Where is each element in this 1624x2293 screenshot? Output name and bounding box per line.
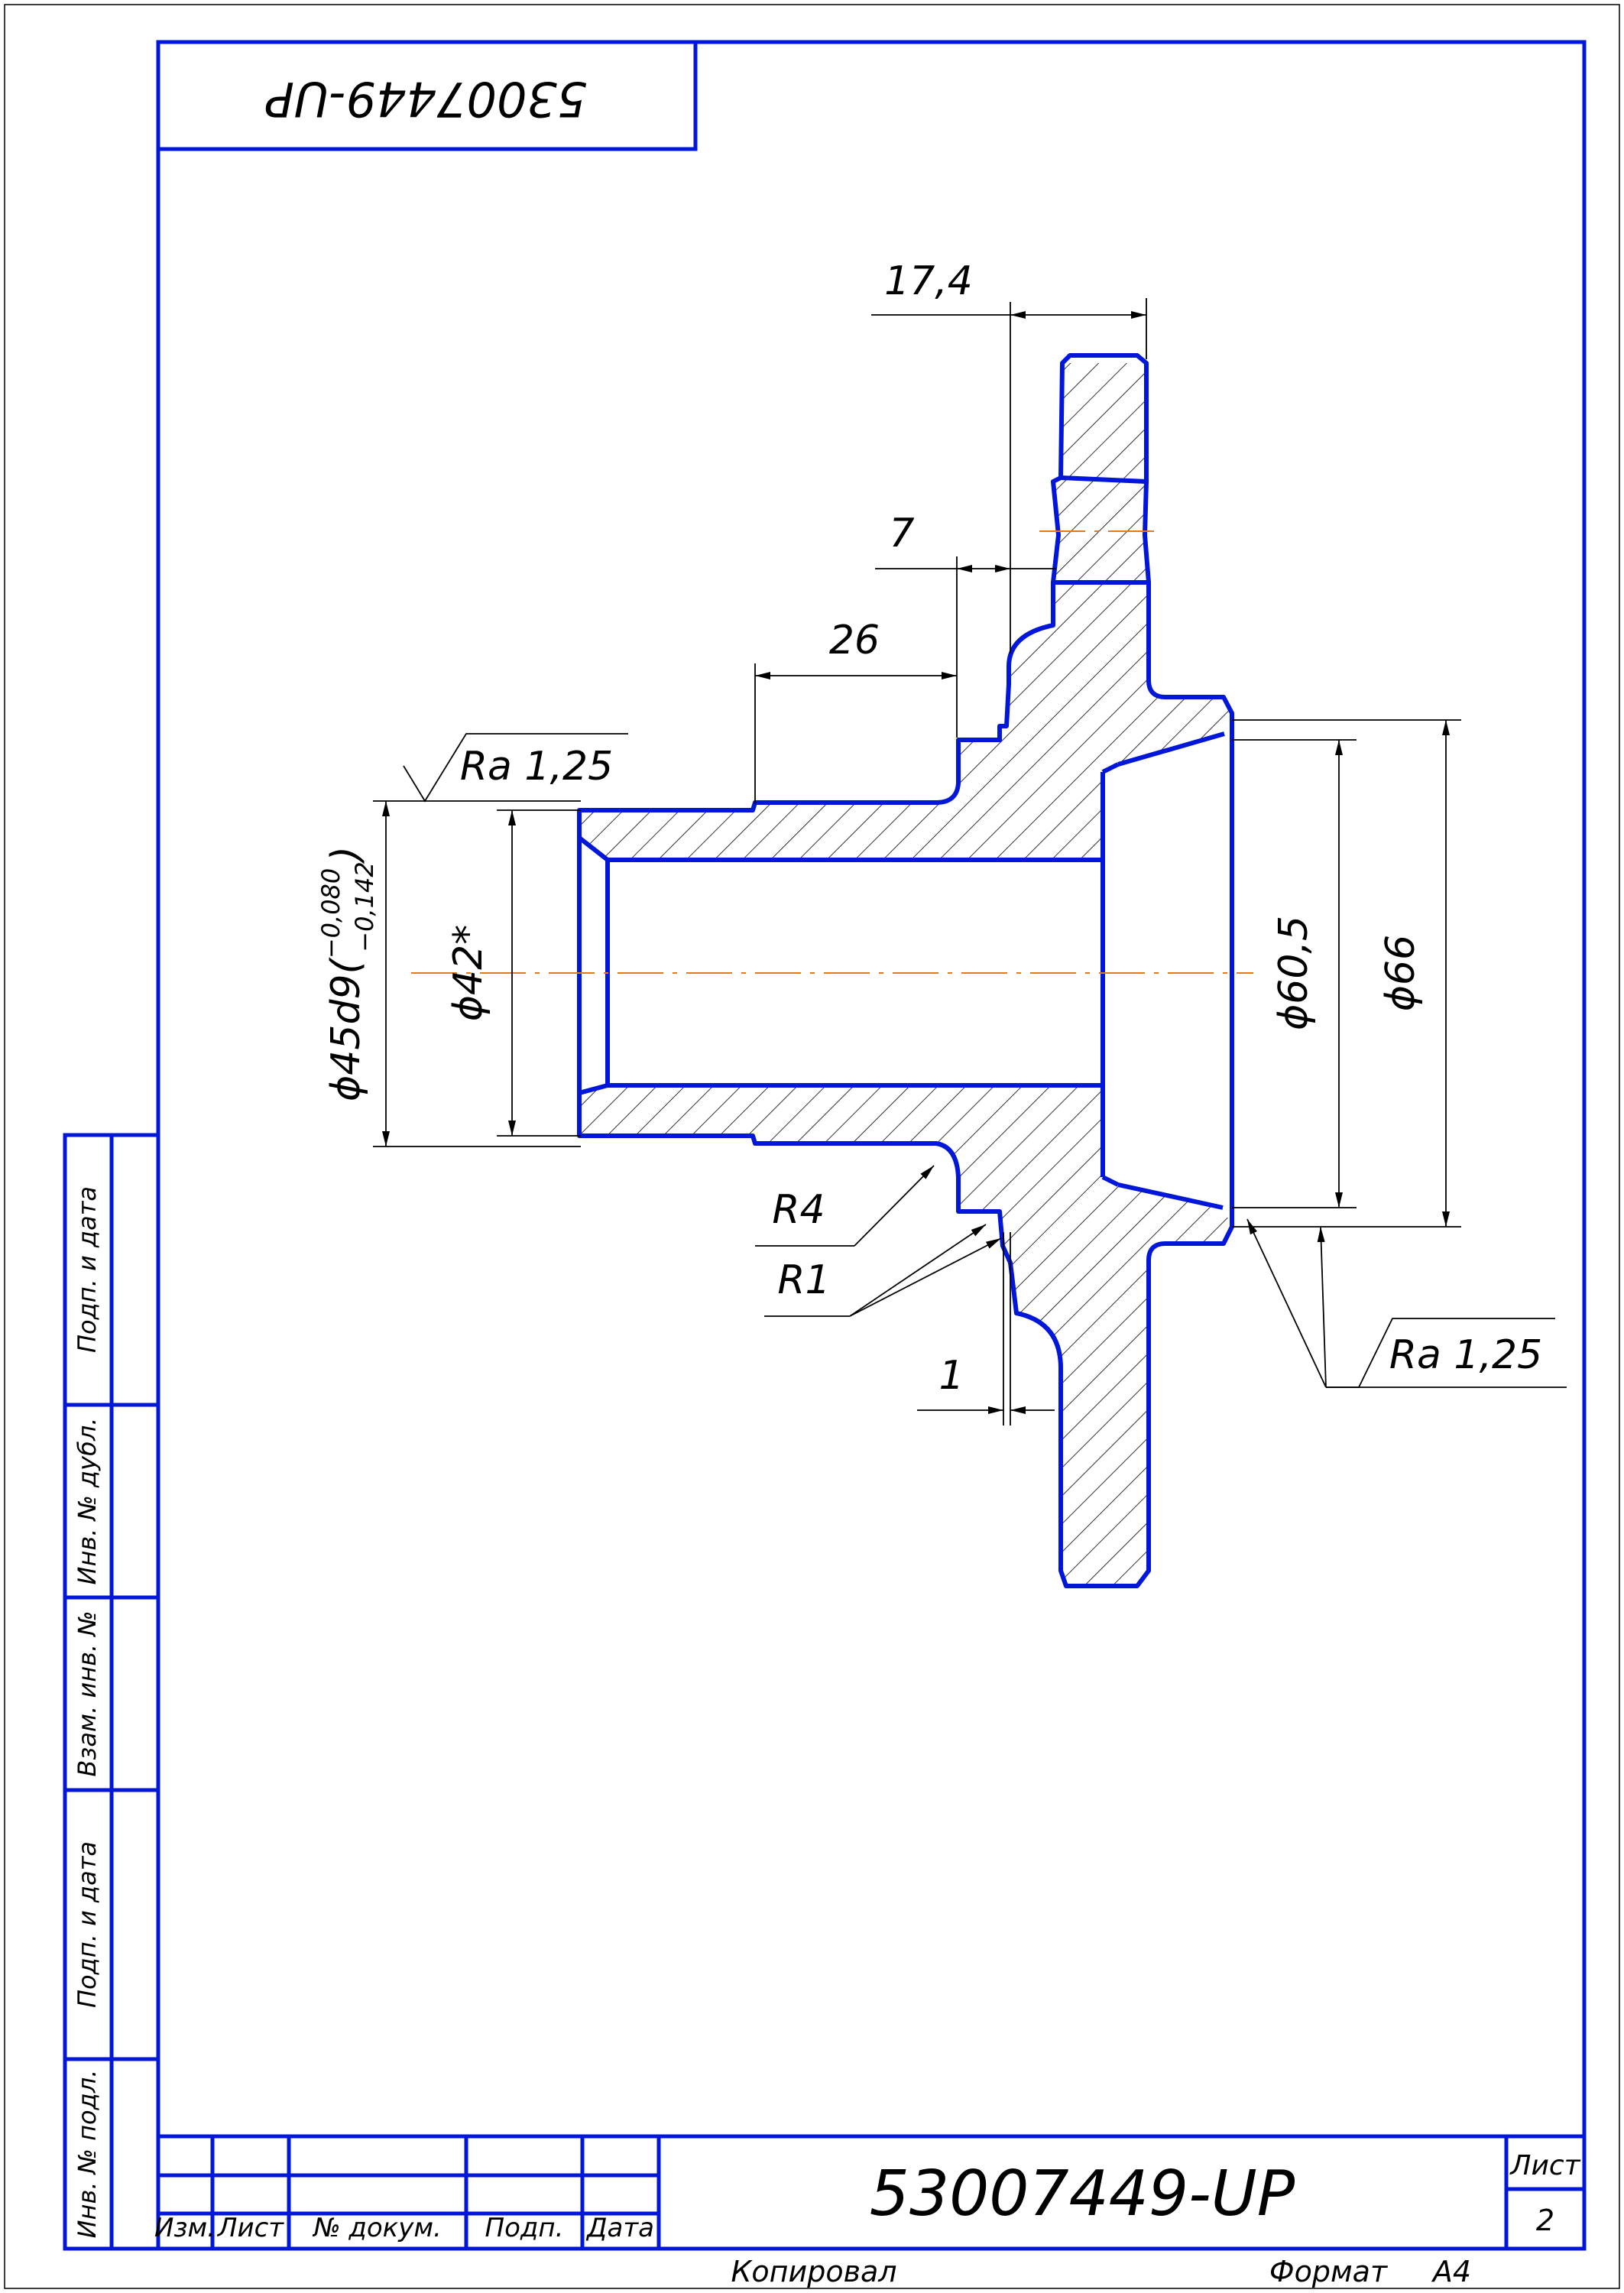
section-hatch-top (579, 363, 1232, 860)
sheet-number: 2 (1536, 2204, 1554, 2237)
header-doc-number: № докум. (312, 2213, 442, 2243)
dimensions: 17,4 7 26 ϕ45d9(−0,080−0,142) ϕ42* ϕ60,5… (316, 258, 1461, 1425)
dim-17-4: 17,4 (884, 258, 973, 304)
section-hatch-bottom (579, 1085, 1232, 1586)
format-label: Формат (1269, 2255, 1389, 2288)
dim-phi-45: ϕ45d9(−0,080−0,142) (316, 846, 379, 1101)
dim-phi-66: ϕ66 (1378, 935, 1424, 1011)
format-value: A4 (1431, 2255, 1471, 2288)
dim-26: 26 (829, 618, 880, 663)
side-panel: Подп. и дата Инв. № дубл. Взам. инв. № П… (63, 1133, 160, 2251)
dim-7: 7 (889, 511, 914, 556)
dim-1: 1 (938, 1353, 964, 1399)
sheet-label: Лист (1509, 2150, 1580, 2181)
side-cell-2: Инв. № дубл. (73, 1418, 102, 1585)
copied-label: Копировал (731, 2255, 896, 2288)
dim-phi-60-5: ϕ60,5 (1271, 916, 1317, 1030)
title-block: Изм. Лист № докум. Подп. Дата 53007449-U… (154, 2134, 1584, 2288)
roughness-right-text: Ra 1,25 (1389, 1332, 1542, 1378)
side-cell-1: Подп. и дата (73, 1186, 102, 1353)
part-section (411, 353, 1253, 1588)
dim-r1: R1 (777, 1257, 830, 1303)
header-izm: Изм. (154, 2213, 216, 2243)
section-outline-top (577, 353, 1234, 1588)
header-date: Дата (585, 2213, 654, 2243)
top-stamp-box (156, 40, 698, 151)
side-cell-3: Взам. инв. № (73, 1610, 102, 1776)
side-cell-5: Инв. № подл. (73, 2070, 102, 2239)
side-cell-4: Подп. и дата (73, 1841, 102, 2008)
roughness-left: Ra 1,25 (403, 733, 628, 803)
roughness-right: Ra 1,25 (1246, 1218, 1567, 1388)
designation: 53007449-UP (870, 2158, 1295, 2230)
roughness-left-text: Ra 1,25 (460, 744, 613, 790)
top-stamp-text: 53007449-UP (265, 71, 587, 127)
dim-phi-42: ϕ42* (446, 925, 491, 1021)
header-signature: Подп. (485, 2213, 564, 2243)
header-list: Лист (216, 2213, 284, 2243)
sheet-trim (4, 4, 1620, 2289)
dim-r4: R4 (772, 1187, 825, 1233)
